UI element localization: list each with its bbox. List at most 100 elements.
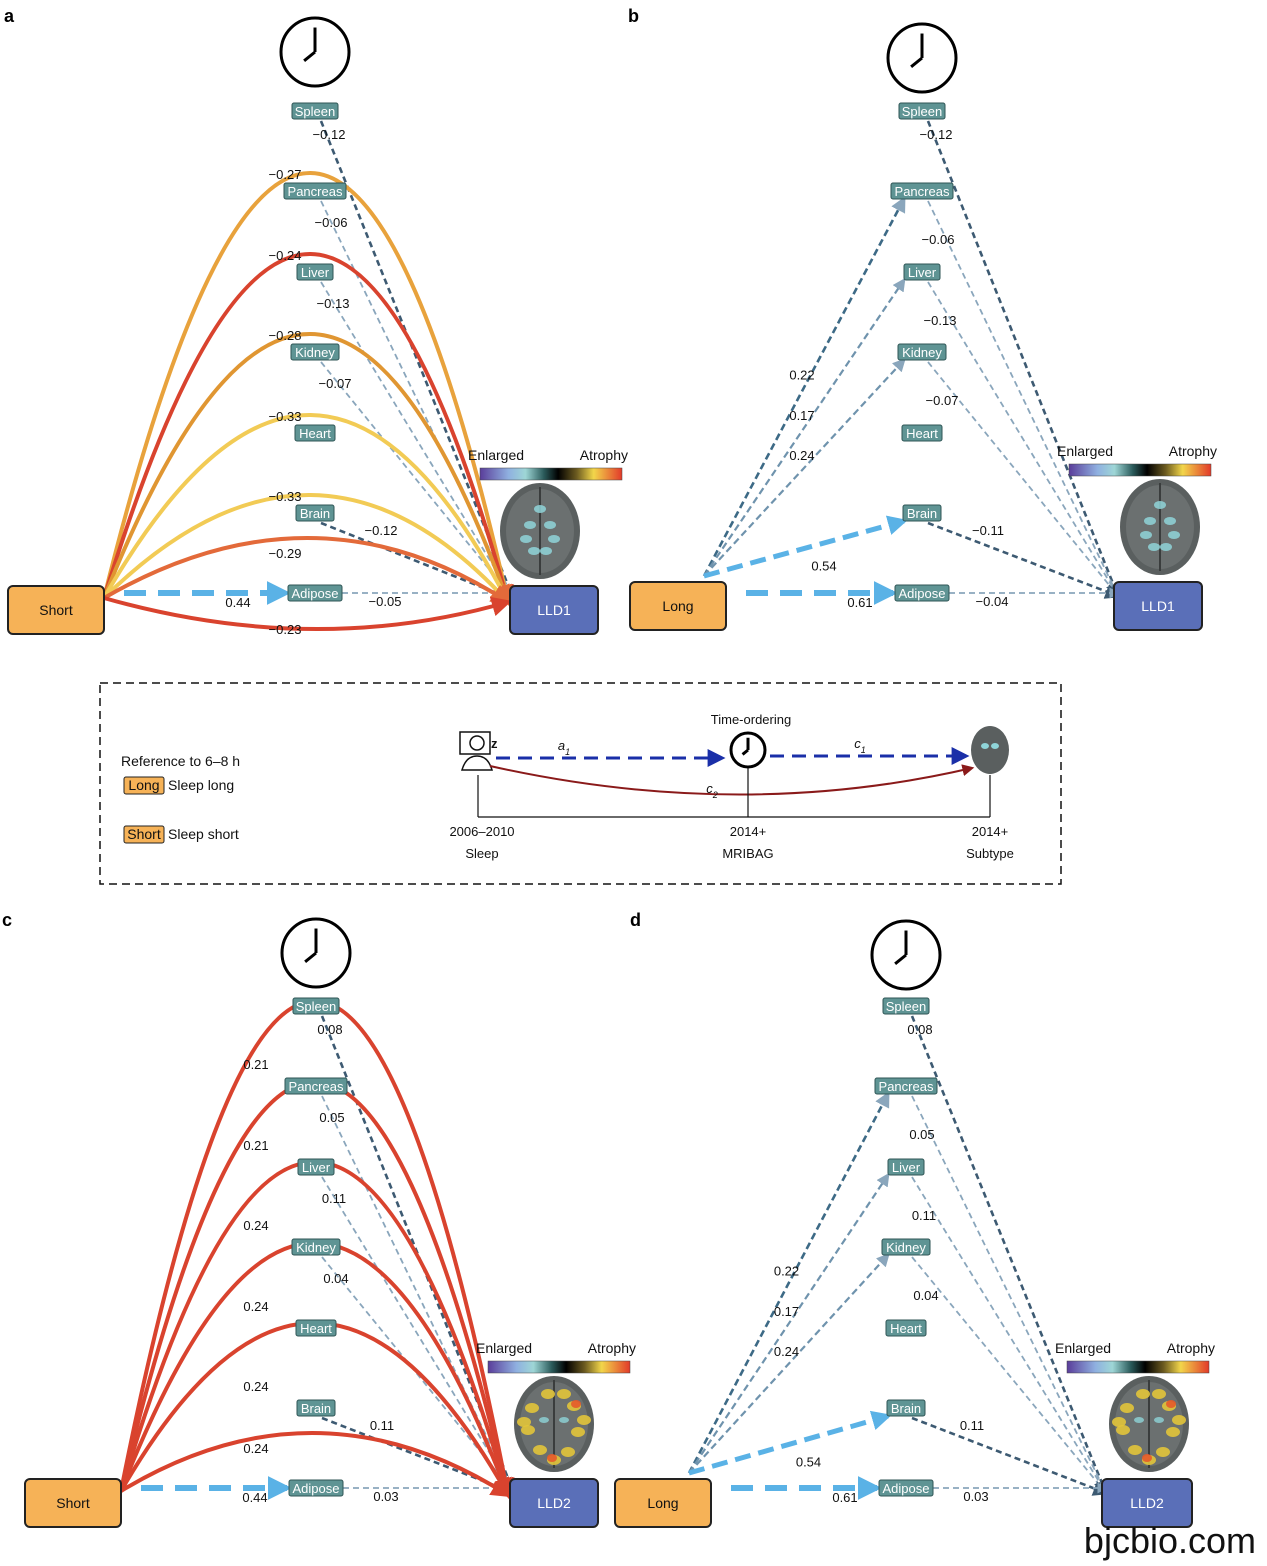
edge-label-spleen-outcome: 0.08 — [907, 1022, 932, 1037]
edge-label-source-kidney: 0.24 — [243, 1218, 268, 1233]
organ-label-pancreas: Pancreas — [879, 1079, 934, 1094]
label-a1: a1 — [558, 738, 570, 757]
sleep-z-glyph: z — [491, 736, 498, 751]
edge-label-adipose-outcome: 0.03 — [373, 1489, 398, 1504]
edge-spleen-to-outcome — [910, 1015, 1109, 1496]
clock-icon — [279, 16, 351, 88]
organ-label-brain: Brain — [891, 1401, 921, 1416]
organ-node-pancreas: Pancreas — [874, 1077, 938, 1095]
organ-node-liver: Liver — [887, 1158, 925, 1176]
organ-node-heart: Heart — [294, 424, 336, 442]
timepoint-3-year: 2014+ — [972, 824, 1009, 839]
edge-label-liver-outcome: −0.13 — [317, 296, 350, 311]
organ-node-liver: Liver — [903, 263, 941, 281]
organ-label-heart: Heart — [299, 426, 331, 441]
edge-label-pancreas-outcome: 0.05 — [909, 1127, 934, 1142]
organ-node-liver: Liver — [297, 1158, 335, 1176]
legend-brain-image — [971, 726, 1009, 774]
colorbar-label-enlarged: Enlarged — [476, 1340, 532, 1356]
organ-label-kidney: Kidney — [296, 1240, 336, 1255]
edge-label-source-pancreas: 0.22 — [774, 1264, 799, 1279]
organ-node-adipose: Adipose — [288, 1479, 344, 1497]
organ-node-brain: Brain — [902, 504, 942, 522]
brain-mri-image — [514, 1376, 594, 1472]
edge-source-liver — [688, 1172, 890, 1474]
watermark-text: bjcbio.com — [1084, 1520, 1256, 1561]
source-label: Long — [662, 598, 693, 614]
source-box-long: Long — [614, 1478, 712, 1528]
edge-source-brain — [688, 1410, 892, 1476]
time-ordering-diagram: Time-orderinga1c1c22006–2010Sleep2014+MR… — [449, 712, 1013, 861]
organ-label-heart: Heart — [906, 426, 938, 441]
clock-icon — [886, 22, 958, 94]
organ-node-kidney: Kidney — [290, 343, 340, 361]
edge-label-source-liver: 0.17 — [774, 1304, 799, 1319]
organ-node-heart: Heart — [901, 424, 943, 442]
edge-label-kidney-outcome: −0.07 — [926, 393, 959, 408]
legend-reference-text: Reference to 6–8 h — [121, 753, 240, 769]
organ-label-brain: Brain — [301, 1401, 331, 1416]
source-box-long: Long — [629, 581, 727, 631]
label-c2: c2 — [706, 781, 718, 800]
organ-label-adipose: Adipose — [883, 1481, 930, 1496]
organ-node-pancreas: Pancreas — [283, 182, 347, 200]
source-box-short: Short — [7, 585, 105, 635]
edge-pancreas-to-outcome — [321, 1095, 516, 1495]
edge-source-pancreas — [702, 196, 906, 577]
edge-source-liver — [703, 277, 906, 577]
edge-label-source-adipose: 0.44 — [225, 595, 250, 610]
edge-label-source-pancreas: 0.22 — [789, 368, 814, 383]
source-label: Short — [39, 602, 73, 618]
edge-label-source-direct_upper: 0.24 — [243, 1441, 268, 1456]
edge-source-liver — [102, 252, 514, 606]
edge-c2 — [489, 764, 975, 796]
organ-label-spleen: Spleen — [902, 104, 942, 119]
colorbar-label-atrophy: Atrophy — [1167, 1340, 1215, 1356]
panel-letter-a: a — [4, 6, 15, 26]
organ-label-kidney: Kidney — [295, 345, 335, 360]
organ-label-liver: Liver — [908, 265, 937, 280]
edge-label-source-adipose: 0.61 — [847, 595, 872, 610]
edge-label-source-adipose: 0.44 — [242, 1490, 267, 1505]
edge-label-source-direct_upper: −0.29 — [269, 546, 302, 561]
edge-label-kidney-outcome: 0.04 — [323, 1271, 348, 1286]
edge-source-brain — [102, 493, 511, 605]
organ-label-liver: Liver — [301, 265, 330, 280]
organ-label-spleen: Spleen — [295, 104, 335, 119]
outcome-label: LLD2 — [537, 1495, 571, 1511]
edge-kidney-to-outcome — [927, 361, 1120, 598]
edge-liver-to-outcome — [927, 281, 1120, 598]
outcome-label: LLD2 — [1130, 1495, 1164, 1511]
timepoint-3-label: Subtype — [966, 846, 1014, 861]
outcome-box-lld2: LLD2 — [509, 1478, 599, 1528]
organ-label-adipose: Adipose — [899, 586, 946, 601]
organ-label-pancreas: Pancreas — [289, 1079, 344, 1094]
edge-label-liver-outcome: −0.13 — [924, 313, 957, 328]
timepoint-1-year: 2006–2010 — [449, 824, 514, 839]
edge-label-source-kidney: 0.24 — [789, 448, 814, 463]
edge-label-pancreas-outcome: −0.06 — [922, 232, 955, 247]
panel-letter-c: c — [2, 910, 12, 930]
edge-label-spleen-outcome: −0.12 — [920, 127, 953, 142]
source-label: Long — [647, 1495, 678, 1511]
edge-source-direct_lower — [103, 596, 512, 632]
edge-label-source-heart: 0.24 — [243, 1299, 268, 1314]
organ-label-pancreas: Pancreas — [895, 184, 950, 199]
colorbar-label-enlarged: Enlarged — [468, 447, 524, 463]
panel-b: b−0.12−0.06−0.13−0.07−0.11−0.040.220.170… — [628, 6, 1217, 631]
organ-label-brain: Brain — [300, 506, 330, 521]
outcome-box-lld2: LLD2 — [1101, 1478, 1193, 1528]
edge-label-kidney-outcome: 0.04 — [913, 1288, 938, 1303]
colorbar-label-enlarged: Enlarged — [1057, 443, 1113, 459]
edge-label-liver-outcome: 0.11 — [912, 1208, 936, 1223]
organ-label-kidney: Kidney — [886, 1240, 926, 1255]
edge-label-brain-outcome: 0.11 — [370, 1418, 394, 1433]
organ-label-liver: Liver — [892, 1160, 921, 1175]
edge-label-source-brain: −0.33 — [269, 489, 302, 504]
panel-c: c0.080.050.110.040.110.030.210.210.240.2… — [2, 910, 636, 1528]
edge-label-source-brain: 0.54 — [811, 559, 836, 574]
